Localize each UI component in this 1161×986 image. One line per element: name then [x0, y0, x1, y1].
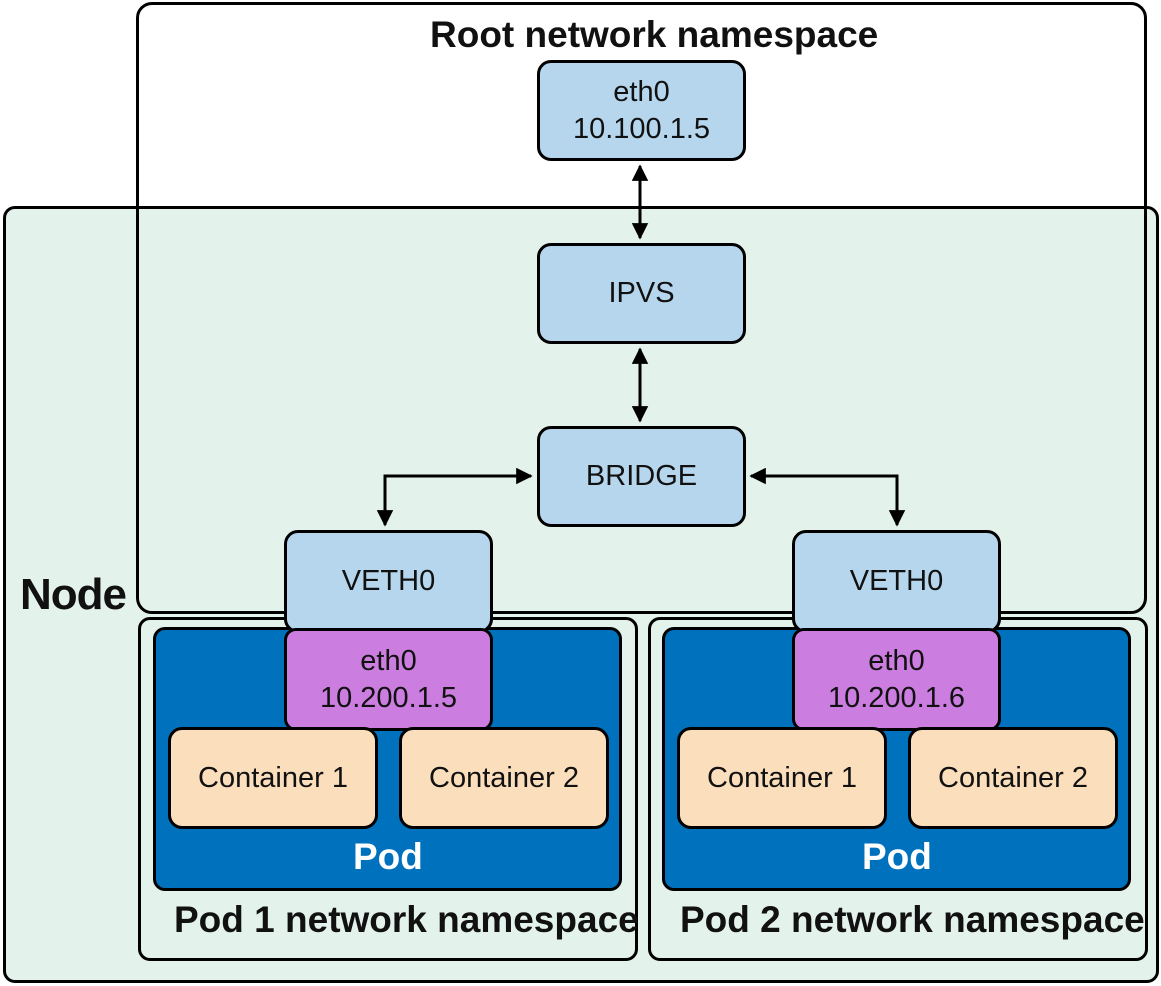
bridge-veth-right-arrow	[749, 467, 906, 527]
pod2-eth0-ip: 10.200.1.6	[827, 681, 966, 714]
pod2-veth-label: VETH0	[849, 565, 944, 598]
root-namespace-title: Root network namespace	[430, 14, 879, 55]
bridge-box: BRIDGE	[537, 426, 746, 527]
pod1-container-1-label: Container 1	[198, 761, 348, 794]
pod1-eth0-interface: eth0 10.200.1.5	[284, 628, 493, 731]
pod1-container-2: Container 2	[399, 727, 609, 829]
pod1-veth-label: VETH0	[341, 565, 436, 598]
bridge-veth-left-arrow	[376, 467, 533, 527]
pod2-container-1-label: Container 1	[707, 761, 857, 794]
pod2-label: Pod	[862, 836, 932, 877]
ipvs-label: IPVS	[608, 277, 675, 310]
pod2-eth0-name: eth0	[868, 645, 925, 678]
node-label: Node	[20, 570, 127, 619]
pod2-container-2: Container 2	[908, 727, 1118, 829]
root-eth0-ip: 10.100.1.5	[572, 112, 711, 145]
pod2-container-2-label: Container 2	[938, 761, 1088, 794]
pod1-container-1: Container 1	[168, 727, 378, 829]
pod1-container-2-label: Container 2	[429, 761, 579, 794]
bridge-label: BRIDGE	[585, 460, 698, 493]
pod2-namespace-label: Pod 2 network namespace	[680, 899, 1145, 940]
pod1-eth0-ip: 10.200.1.5	[319, 681, 458, 714]
pod1-label: Pod	[353, 836, 423, 877]
pod2-eth0-interface: eth0 10.200.1.6	[792, 628, 1001, 731]
pod1-namespace-label: Pod 1 network namespace	[174, 899, 639, 940]
ipvs-box: IPVS	[537, 243, 746, 344]
root-network-namespace	[136, 2, 1147, 614]
root-eth0-interface: eth0 10.100.1.5	[537, 60, 746, 161]
root-eth0-name: eth0	[613, 76, 670, 109]
pod2-container-1: Container 1	[677, 727, 887, 829]
pod1-eth0-name: eth0	[360, 645, 417, 678]
